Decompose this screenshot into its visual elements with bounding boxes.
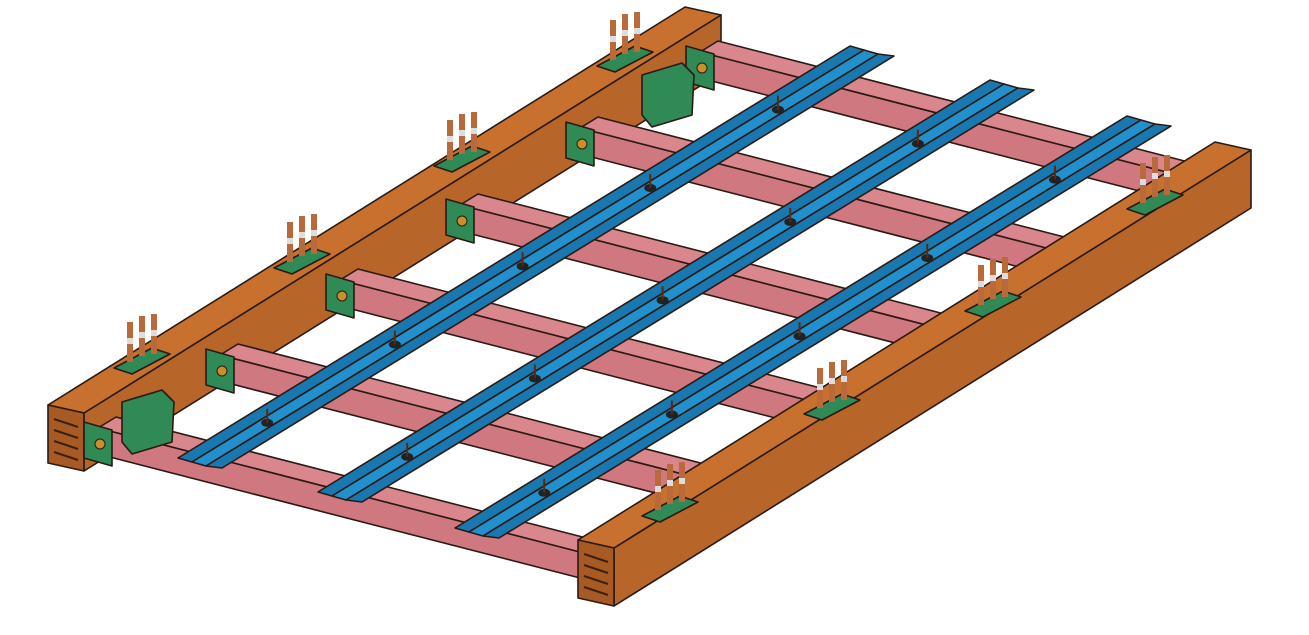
rail-right-flange [205, 53, 895, 469]
bolt-head-icon [456, 215, 468, 227]
bolt-head-icon [336, 290, 348, 302]
bolt-head-icon [216, 365, 228, 377]
right-beam-bolt-hole [583, 553, 609, 563]
left-beam-end [47, 404, 85, 472]
bolt-head-icon [576, 138, 588, 150]
left-beam-bolt-hole [53, 429, 79, 439]
right-beam-bolt-hole [583, 564, 609, 574]
rail-right-flange [345, 87, 1035, 503]
bolt-head-icon [696, 62, 708, 74]
right-beam-end [577, 539, 615, 607]
rail-right-flange [482, 123, 1172, 539]
left-beam-bolt-hole [53, 451, 79, 461]
right-beam-bolt-hole [583, 586, 609, 596]
bolt-head-icon [94, 438, 106, 450]
corner-bracket [641, 62, 695, 128]
right-beam-bolt-hole [583, 575, 609, 585]
left-beam-bolt-hole [53, 418, 79, 428]
left-beam-bolt-hole [53, 440, 79, 450]
fixtures [113, 12, 1184, 523]
right-main-beam [577, 141, 1252, 607]
corner-bracket [121, 389, 175, 455]
rails [177, 45, 1172, 539]
